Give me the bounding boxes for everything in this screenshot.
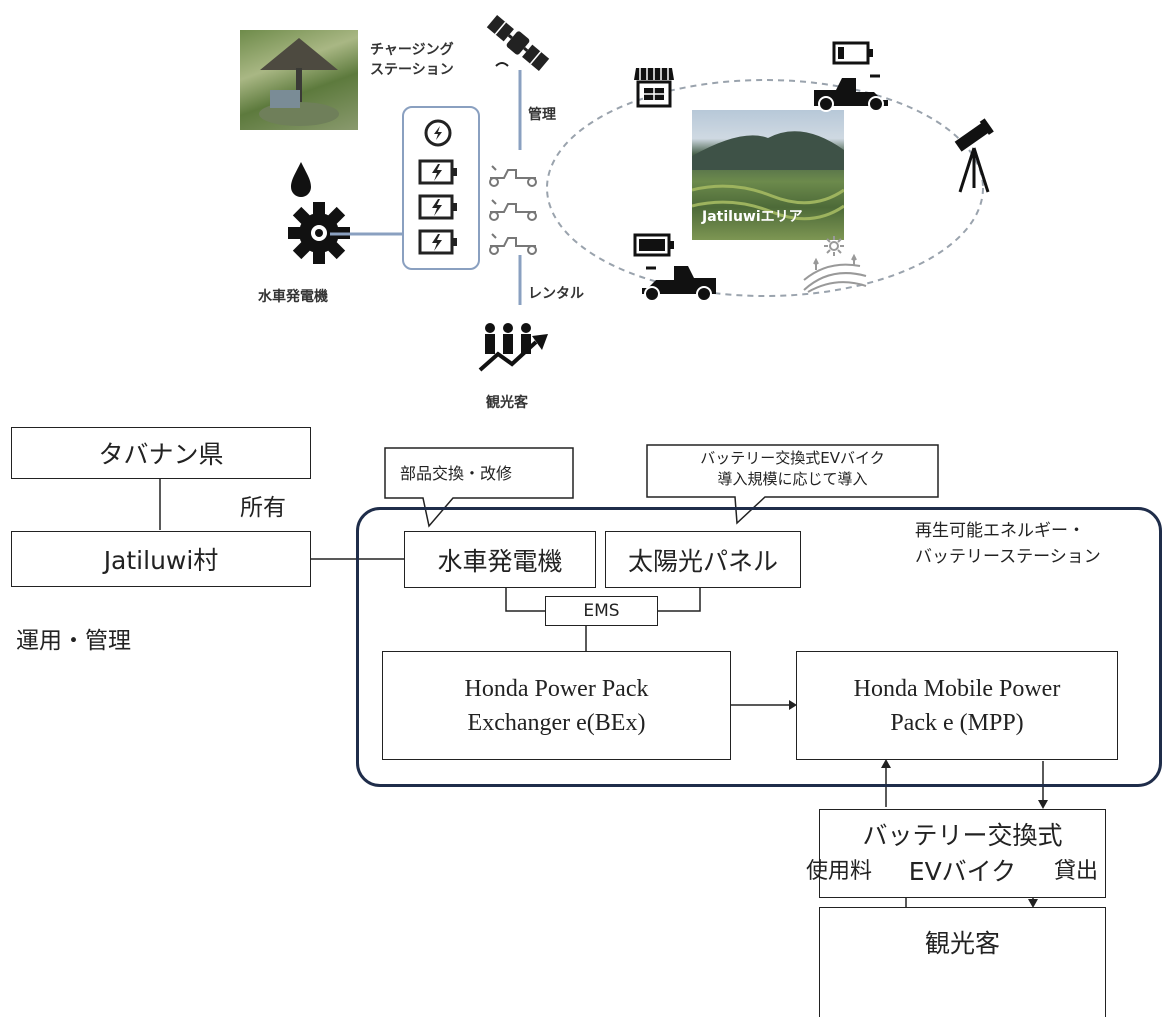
mpp-label: Honda Mobile Power Pack e (MPP): [853, 675, 1061, 736]
lending-label: 貸出: [1054, 859, 1099, 884]
charging-station-label: チャージング ステーション: [370, 42, 454, 78]
battery-charging-icon: [418, 194, 457, 220]
field-icon: [803, 236, 867, 293]
water-generator-label: 水車発電機: [437, 546, 563, 576]
mpp-box: Honda Mobile Power Pack e (MPP): [796, 651, 1118, 760]
gear-icon: [288, 202, 350, 264]
scooter-icon: [814, 74, 888, 112]
generator-label: 水車発電機: [258, 289, 328, 305]
tabanan-regency-label: タバナン県: [98, 440, 224, 469]
shop-icon: [634, 68, 674, 108]
satellite-icon: [486, 15, 550, 71]
telescope-icon: [954, 118, 994, 193]
ownership-label: 所有: [240, 495, 286, 521]
tourists-box: 観光客: [819, 907, 1106, 1017]
solar-panel-label: 太陽光パネル: [627, 546, 778, 576]
scooter-icon: [642, 266, 716, 302]
scooter-outline-icons: [489, 165, 537, 255]
ems-label: EMS: [583, 601, 620, 621]
generator-photo: [240, 30, 358, 130]
usage-fee-label: 使用料: [806, 859, 873, 884]
village-box: Jatiluwi村: [11, 531, 311, 587]
tourists-label: 観光客: [486, 395, 528, 411]
connector-lines: [518, 70, 522, 305]
ev-bike-box: バッテリー交換式 EVバイク: [819, 809, 1106, 898]
station-frame: [356, 507, 1162, 787]
battery-charging-icon: [418, 229, 457, 255]
charge-plug-icon: [424, 119, 452, 147]
operation-label: 運用・管理: [16, 628, 131, 654]
callout-ev-label: バッテリー交換式EVバイク 導入規模に応じて導入: [700, 449, 885, 488]
water-drop-icon: [291, 162, 311, 197]
manage-label: 管理: [528, 107, 556, 123]
callout-parts-label: 部品交換・改修: [400, 464, 513, 483]
tourists-box-label: 観光客: [924, 929, 1000, 958]
full-battery-icon: [633, 233, 674, 257]
water-generator-box: 水車発電機: [404, 531, 596, 588]
callout-ev-bubble: [646, 444, 939, 525]
tour-loop: [546, 79, 984, 297]
tabanan-regency-box: タバナン県: [11, 427, 311, 479]
battery-charging-icon: [418, 159, 457, 185]
bex-box: Honda Power Pack Exchanger e(BEx): [382, 651, 731, 760]
ev-bike-label: バッテリー交換式 EVバイク: [862, 820, 1063, 886]
village-label: Jatiluwi村: [103, 546, 219, 575]
callout-parts-bubble: [384, 447, 574, 528]
rental-label: レンタル: [528, 286, 584, 302]
station-title: 再生可能エネルギー・ バッテリーステーション: [915, 521, 1101, 567]
low-battery-icon: [832, 41, 873, 65]
ems-box: EMS: [545, 596, 658, 626]
bex-label: Honda Power Pack Exchanger e(BEx): [464, 675, 649, 736]
generator-link-line: [330, 232, 404, 236]
tourists-icon: [478, 323, 548, 372]
station-outline: [402, 106, 480, 270]
area-photo: Jatiluwiエリア: [692, 110, 844, 240]
area-label: Jatiluwiエリア: [702, 209, 803, 225]
solar-panel-box: 太陽光パネル: [605, 531, 801, 588]
